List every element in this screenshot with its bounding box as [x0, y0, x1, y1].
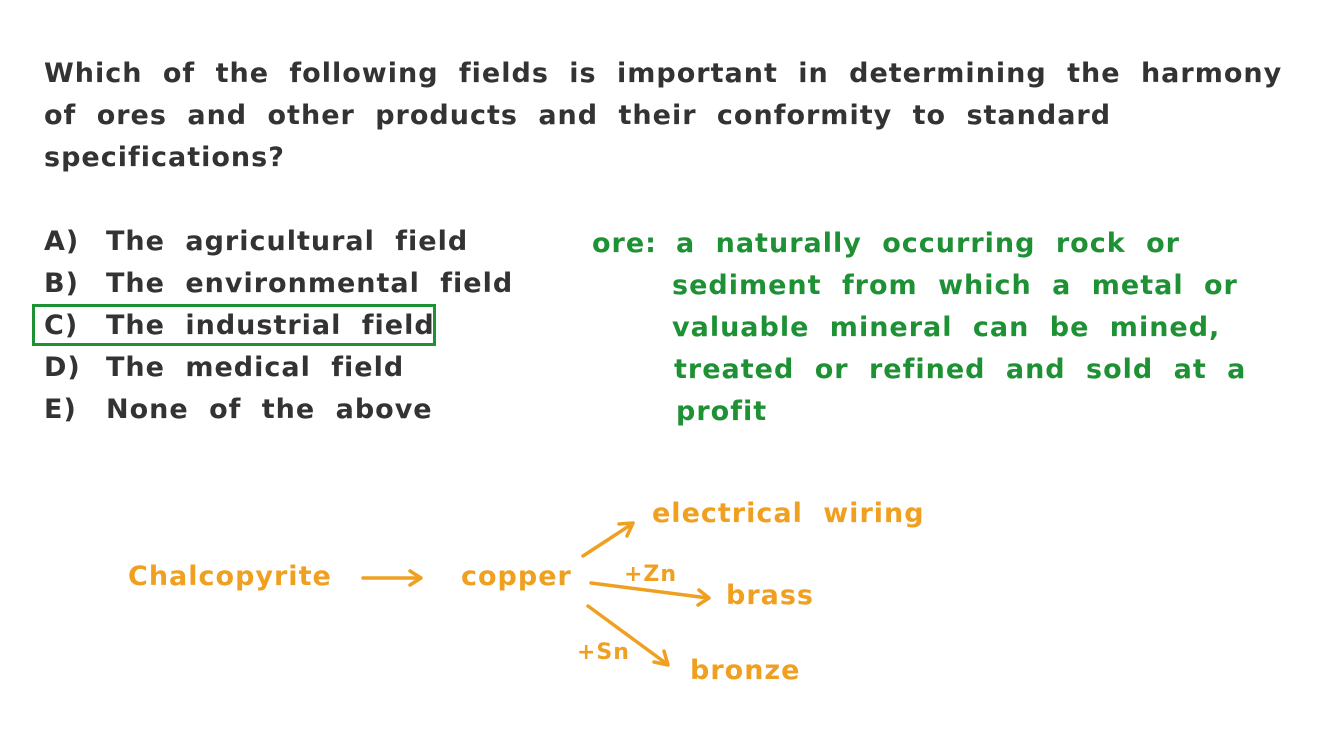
- source-chalcopyrite: Chalcopyrite: [128, 561, 332, 592]
- definition-line-3: valuable mineral can be mined,: [672, 312, 1221, 343]
- arrow-to-bronze: [586, 604, 669, 666]
- question-line-3: specifications?: [44, 142, 285, 173]
- output-electrical-wiring: electrical wiring: [652, 498, 925, 529]
- output-brass: brass: [726, 580, 815, 611]
- option-letter: B): [44, 268, 79, 299]
- option-text: The agricultural field: [106, 226, 469, 257]
- option-a[interactable]: A) The agricultural field: [44, 226, 468, 257]
- option-d[interactable]: D) The medical field: [44, 352, 404, 383]
- question-line-1: Which of the following fields is importa…: [44, 58, 1283, 89]
- option-letter: D): [44, 352, 81, 383]
- option-c[interactable]: C) The industrial field: [44, 310, 435, 341]
- arrow-to-wiring: [581, 522, 634, 558]
- definition-line-5: profit: [676, 396, 768, 427]
- option-b[interactable]: B) The environmental field: [44, 268, 513, 299]
- option-e[interactable]: E) None of the above: [44, 394, 433, 425]
- reagent-zinc: +Zn: [624, 562, 678, 587]
- definition-line-4: treated or refined and sold at a: [674, 354, 1247, 385]
- option-text: The medical field: [106, 352, 405, 383]
- definition-line-1: a naturally occurring rock or: [676, 228, 1180, 259]
- option-text: The environmental field: [106, 268, 514, 299]
- option-letter: E): [44, 394, 77, 425]
- definition-term: ore:: [592, 228, 657, 259]
- option-letter: A): [44, 226, 80, 257]
- option-text: None of the above: [106, 394, 433, 425]
- question-line-2: of ores and other products and their con…: [44, 100, 1112, 131]
- output-bronze: bronze: [690, 655, 801, 686]
- correct-answer-highlight: [32, 304, 436, 346]
- option-letter: C): [44, 310, 79, 341]
- definition-line-2: sediment from which a metal or: [672, 270, 1238, 301]
- middle-copper: copper: [461, 561, 572, 592]
- option-text: The industrial field: [106, 310, 435, 341]
- reagent-tin: +Sn: [577, 640, 630, 665]
- arrow-to-brass: [589, 581, 710, 600]
